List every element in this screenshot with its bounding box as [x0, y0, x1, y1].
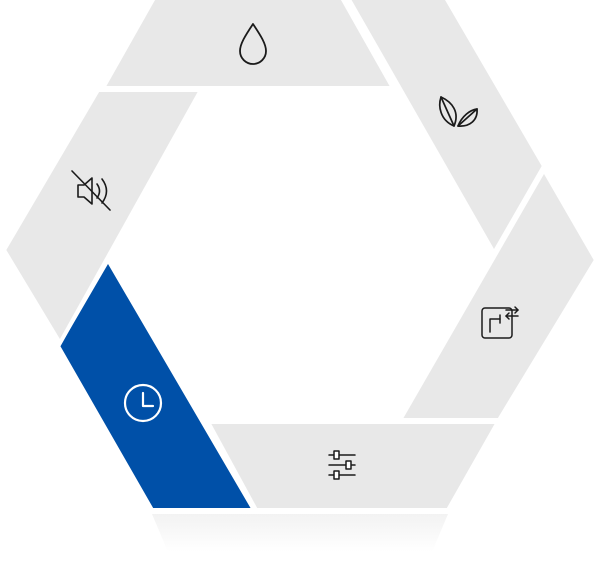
- segment-settings[interactable]: [204, 420, 502, 512]
- pipe-connection-icon: [481, 306, 519, 339]
- sliders-icon: [328, 450, 356, 480]
- water-drop-icon: [239, 23, 267, 65]
- dial-reflection: [152, 514, 448, 552]
- segment-eco[interactable]: [346, 0, 547, 258]
- leaves-icon: [438, 96, 478, 127]
- clock-icon: [123, 383, 163, 423]
- segment-mute[interactable]: [1, 88, 205, 347]
- speaker-muted-icon: [71, 170, 111, 211]
- segment-water[interactable]: [99, 0, 397, 90]
